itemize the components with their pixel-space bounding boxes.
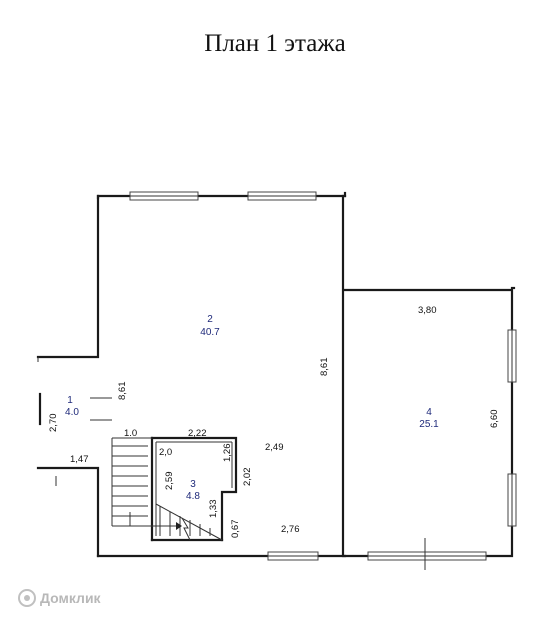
dimension-labels: 3,80 6,60 8,61 8,61 2,70 1,47 1.0 2,22 2… [48, 305, 500, 538]
room-3-number: 3 [190, 479, 196, 490]
dim-bottom: 2,76 [281, 524, 300, 535]
dim-stair-right-height: 2,02 [242, 468, 253, 487]
dim-stair-bottom-height: 1,33 [208, 500, 219, 519]
entry-lines [37, 357, 112, 421]
stair-block [111, 436, 238, 542]
dim-stair-inner-height: 1,26 [222, 444, 233, 463]
room-2-area: 40.7 [200, 327, 220, 338]
dim-room2-height: 8,61 [319, 358, 330, 377]
dim-entry: 1,47 [70, 454, 89, 465]
dim-stair-top: 2,22 [188, 428, 207, 439]
room-1-number: 1 [67, 395, 73, 406]
plan-title: План 1 этажа [204, 30, 346, 57]
dim-room1-width: 2,70 [48, 414, 59, 433]
room-3-area: 4.8 [186, 491, 200, 502]
dim-stair-bottom-gap: 0,67 [230, 520, 241, 539]
room-labels: 2 40.7 1 4.0 3 4.8 4 25.1 [65, 314, 439, 502]
watermark: Домклик [18, 589, 101, 607]
watermark-text: Домклик [40, 590, 101, 606]
room-4-area: 25.1 [419, 419, 439, 430]
windows [55, 191, 517, 570]
dim-room4-height: 6,60 [489, 410, 500, 429]
room-4-number: 4 [426, 407, 432, 418]
dim-stair-left-height: 2,59 [164, 472, 175, 491]
room-1-area: 4.0 [65, 407, 79, 418]
dim-mid: 2,49 [265, 442, 284, 453]
walls [36, 191, 516, 558]
dim-stair-top-left: 1.0 [124, 428, 137, 439]
domclick-logo-icon [18, 589, 36, 607]
dim-stair-inner-top: 2,0 [159, 447, 172, 458]
dim-room4-width: 3,80 [418, 305, 437, 316]
dim-room1-height: 8,61 [117, 382, 128, 401]
room-2-number: 2 [207, 314, 213, 325]
